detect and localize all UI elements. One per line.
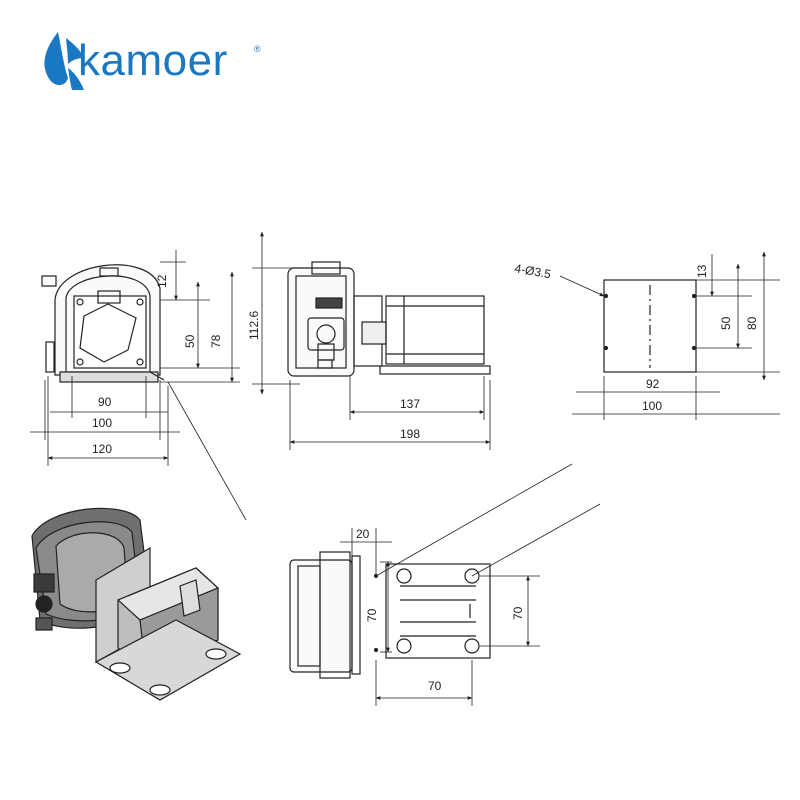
dim-92: 92 (646, 377, 660, 391)
dim-20: 20 (356, 527, 370, 541)
kamoer-logo: kamoer ® (36, 28, 276, 98)
front-view-labels: 90 100 120 12 50 78 112.6 (92, 274, 261, 456)
front-view-dimension-lines (30, 231, 300, 521)
dim-70-left: 70 (365, 608, 379, 622)
dim-78: 78 (209, 334, 223, 348)
bottom-view (289, 551, 491, 679)
dim-70-right: 70 (511, 606, 525, 620)
dim-70-bottom: 70 (428, 679, 442, 693)
motor-end-dimension-lines (559, 251, 780, 420)
side-view (287, 261, 491, 377)
side-view-labels: 137 198 (400, 397, 420, 441)
isometric-view (31, 507, 242, 701)
dim-198: 198 (400, 427, 420, 441)
dim-12: 12 (155, 274, 169, 288)
bottom-view-dimension-lines (340, 463, 601, 706)
dim-112-6: 112.6 (247, 311, 261, 340)
bottom-view-labels: 20 70 70 70 (356, 527, 525, 693)
side-view-dimension-lines (289, 376, 491, 450)
hole-callout: 4-Ø3.5 (513, 261, 552, 281)
dim-100-motor: 100 (642, 399, 662, 413)
dim-90: 90 (98, 395, 112, 409)
dim-50: 50 (183, 334, 197, 348)
front-view (41, 264, 165, 383)
motor-end-labels: 4-Ø3.5 13 50 80 92 100 (513, 261, 759, 413)
motor-end-view (603, 279, 697, 373)
dim-120: 120 (92, 442, 112, 456)
kamoer-drop-icon (44, 32, 84, 90)
dim-13: 13 (695, 264, 709, 278)
dim-100: 100 (92, 416, 112, 430)
dim-137: 137 (400, 397, 420, 411)
dim-50-motor: 50 (719, 316, 733, 330)
brand-name: kamoer (78, 36, 228, 85)
registered-mark: ® (254, 44, 261, 54)
dim-80: 80 (745, 316, 759, 330)
